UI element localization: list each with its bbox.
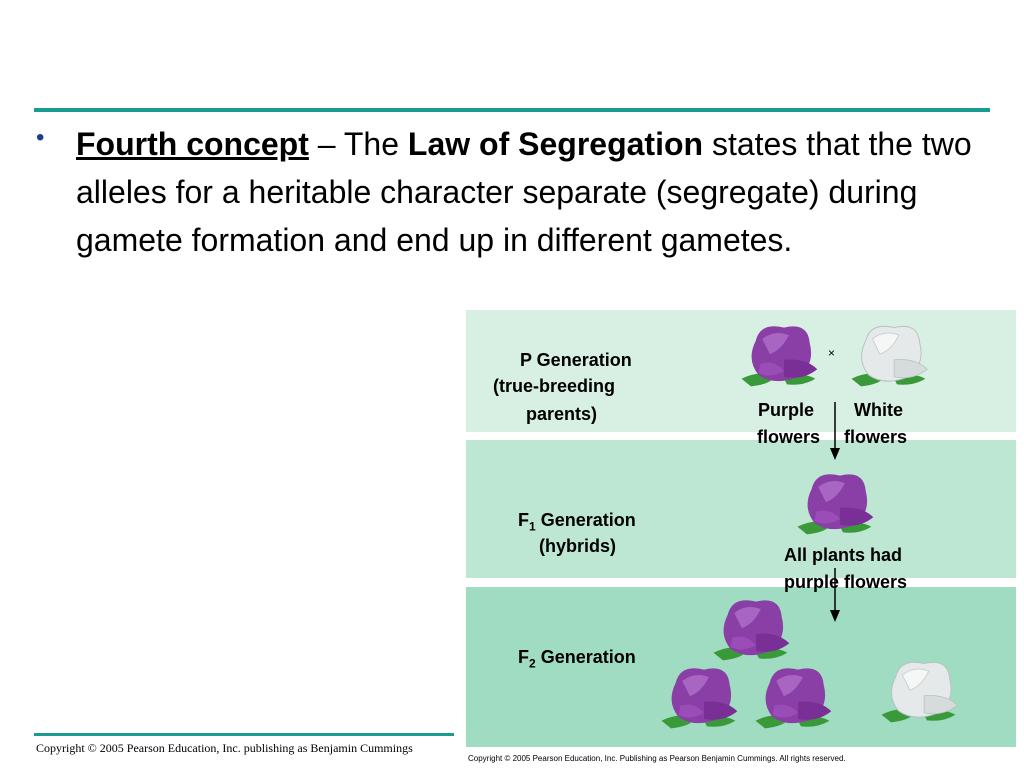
f1-generation-label: F1 Generation [518,510,636,534]
cross-symbol: × [828,346,836,360]
p-generation-subtitle-1: (true-breeding [493,376,616,396]
f2-purple-flower-center-icon [755,668,832,729]
law-definition-text: states that the two alleles for a herita… [76,126,972,258]
title-divider [34,108,990,112]
purple-flower-icon [741,326,818,387]
mendel-cross-figure: P Generation (true-breeding parents) × P… [466,310,1016,763]
bullet-text: Fourth concept – The Law of Segregation … [76,120,986,264]
slide-copyright: Copyright © 2005 Pearson Education, Inc.… [36,741,413,755]
footer-divider [34,733,454,736]
white-flowers-label-line2: flowers [844,427,908,447]
dash-the-text: – The [308,126,408,162]
f2-subscript: 2 [529,656,536,671]
white-flowers-label-line1: White [854,400,903,420]
bullet-dot: • [36,124,45,151]
f1-to-f2-arrow [830,568,840,622]
p-generation-label: P Generation [520,350,632,370]
f2-purple-flower-left-icon [661,668,738,729]
fourth-concept-heading: Fourth concept [76,126,309,162]
figure-copyright: Copyright © 2005 Pearson Education, Inc.… [468,754,846,763]
f1-subscript: 1 [529,519,536,534]
purple-flowers-label-line2: flowers [757,427,821,447]
p-to-f1-arrow [830,402,840,460]
f1-result-line2: purple flowers [784,572,908,592]
f2-generation-word: Generation [535,647,636,667]
law-of-segregation-term: Law of Segregation [407,126,704,162]
f2-letter: F [518,647,529,667]
f1-generation-band [466,440,1016,578]
f2-generation-label: F2 Generation [518,647,636,671]
bullet-point: • Fourth concept – The Law of Segregatio… [36,120,986,264]
p-generation-subtitle-2: parents) [526,404,598,424]
purple-flowers-label-line1: Purple [758,400,815,420]
f1-generation-word: Generation [535,510,636,530]
white-flower-icon [851,325,928,387]
f1-letter: F [518,510,529,530]
f2-white-flower-icon [881,661,958,723]
f1-purple-flower-icon [797,474,874,535]
f1-hybrids-label: (hybrids) [539,536,617,556]
f2-purple-flower-top-icon [713,600,790,661]
f1-result-line1: All plants had [784,545,903,565]
